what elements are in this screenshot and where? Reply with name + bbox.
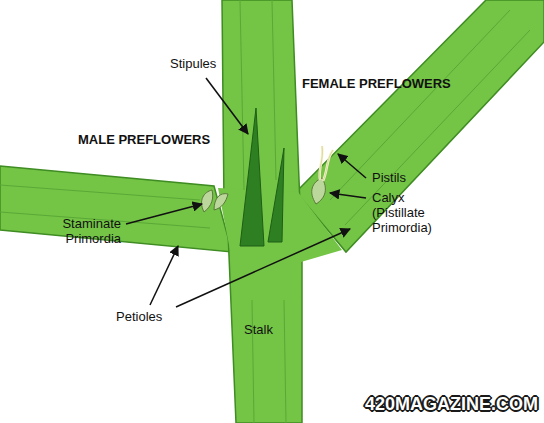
right-branch <box>296 0 544 252</box>
part-label: Staminate Primordia <box>45 216 121 246</box>
stem-fibres <box>0 0 530 423</box>
staminate-leader <box>126 204 202 224</box>
stipules-leader <box>206 78 248 134</box>
leader-arrows <box>126 78 366 307</box>
petiole-leader <box>150 246 178 305</box>
petiole-leader <box>176 229 350 307</box>
part-label: Stipules <box>170 56 216 71</box>
upper-stalk <box>222 0 300 205</box>
part-label: Stalk <box>244 322 273 337</box>
female-calyx <box>312 146 333 204</box>
part-label: Petioles <box>116 309 162 324</box>
left-branch <box>0 166 232 252</box>
group-heading: FEMALE PREFLOWERS <box>302 76 451 91</box>
calyx-leader <box>330 193 366 198</box>
group-heading: MALE PREFLOWERS <box>78 132 210 147</box>
staminate-primordia <box>202 190 228 212</box>
stipules <box>240 108 284 246</box>
part-label: Calyx (Pistillate Primordia) <box>372 190 452 235</box>
watermark: 420MAGAZINE.COM <box>365 393 538 415</box>
pistils-leader <box>338 154 366 178</box>
part-label: Pistils <box>372 170 406 185</box>
